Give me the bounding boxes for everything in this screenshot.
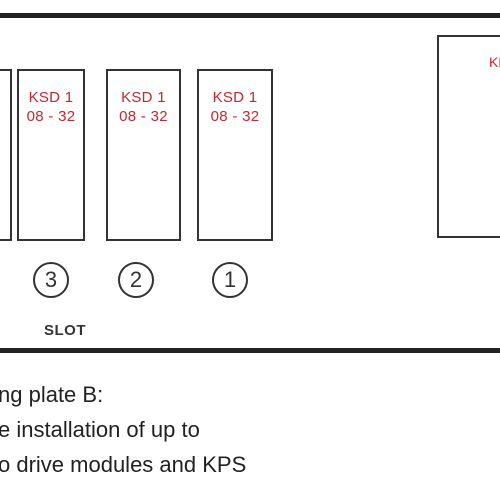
slot-caption: SLOT — [44, 322, 86, 339]
slot-number-2: 2 — [118, 262, 154, 298]
module-box-slot-1: KSD 1 08 - 32 — [197, 69, 273, 241]
module-range: 08 - 32 — [210, 108, 260, 125]
module-label: KSD 1 — [28, 89, 74, 106]
module-box-slot-3: KSD 1 08 - 32 — [17, 69, 85, 241]
kps-box: KPS — [437, 35, 500, 238]
caption-line-3: o drive modules and KPS — [0, 452, 247, 477]
module-range: 08 - 32 — [119, 108, 168, 125]
kps-label: KPS — [489, 54, 500, 70]
module-range: 08 - 32 — [26, 108, 76, 125]
module-box-partial — [0, 69, 12, 241]
module-label: KSD 1 — [121, 89, 166, 106]
caption-line-1: ng plate B: — [0, 382, 104, 407]
slot-number-3: 3 — [33, 262, 69, 298]
module-box-slot-2: KSD 1 08 - 32 — [106, 69, 181, 241]
mounting-plate-frame — [0, 13, 500, 353]
caption-line-2: e installation of up to — [0, 417, 200, 442]
slot-number-1: 1 — [212, 262, 248, 298]
module-label: KSD 1 — [212, 89, 258, 106]
